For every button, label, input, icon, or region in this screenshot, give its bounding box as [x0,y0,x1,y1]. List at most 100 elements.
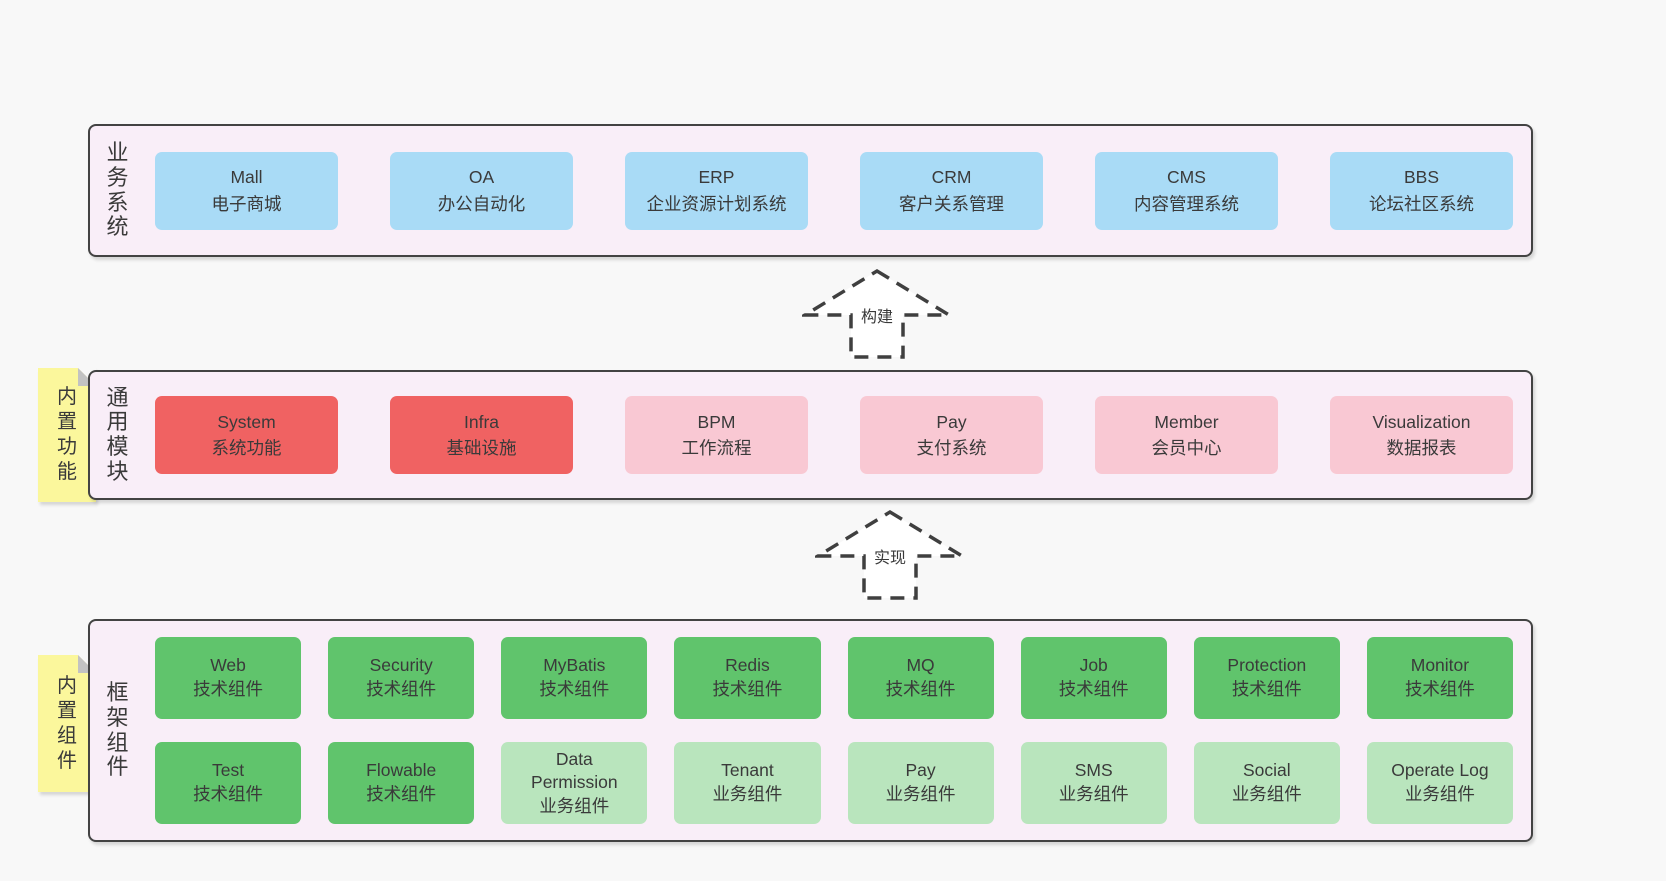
box-zh-label: 业务组件 [712,784,783,804]
box-protection: Protection 技术组件 [1193,637,1340,719]
box-zh-label: 业务组件 [1058,784,1129,804]
layer-title-business-systems: 业务系统 [106,140,129,240]
box-pay-component: Pay 业务组件 [847,742,994,824]
box-en-label: Security [369,655,433,676]
box-crm: CRM 客户关系管理 [860,151,1043,230]
box-zh-label: 企业资源计划系统 [646,193,787,214]
box-en-label: MQ [906,655,935,676]
box-en-label: Pay [905,760,936,781]
box-en-label: ERP [698,167,735,188]
layer-framework-components: 框架组件 Web 技术组件 Security 技术组件 MyBatis 技术组件… [88,619,1533,842]
box-flowable: Flowable 技术组件 [328,742,475,824]
box-en-label: Monitor [1410,655,1470,676]
box-job: Job 技术组件 [1020,637,1167,719]
box-zh-label: 论坛社区系统 [1369,193,1474,214]
box-en-label: BPM [697,411,736,432]
box-member: Member 会员中心 [1095,396,1278,474]
modules-box-row: System 系统功能 Infra 基础设施 BPM 工作流程 Pay 支付系统… [131,396,1531,474]
box-en-label: Data Permission [531,748,618,793]
box-en-label: MyBatis [543,655,606,676]
box-visualization: Visualization 数据报表 [1330,396,1513,474]
box-mq: MQ 技术组件 [847,637,994,719]
box-cms: CMS 内容管理系统 [1095,151,1278,230]
components-box-grid: Web 技术组件 Security 技术组件 MyBatis 技术组件 Redi… [131,637,1531,824]
box-zh-label: 工作流程 [681,438,752,458]
box-en-label: Member [1154,411,1219,432]
box-en-label: System [217,411,276,432]
box-en-label: Infra [463,411,500,432]
box-en-label: CRM [931,167,972,188]
box-redis: Redis 技术组件 [674,637,821,719]
sticky-note-label: 内置组件 [57,674,77,772]
box-en-label: OA [468,167,495,188]
box-infra: Infra 基础设施 [390,396,573,474]
box-en-label: Social [1242,760,1291,781]
box-pay-system: Pay 支付系统 [860,396,1043,474]
box-zh-label: 会员中心 [1151,438,1222,458]
sticky-note-label: 内置功能 [57,386,77,483]
box-zh-label: 技术组件 [885,679,956,699]
box-web: Web 技术组件 [155,637,302,719]
box-en-label: Operate Log [1391,760,1489,781]
box-zh-label: 业务组件 [539,795,610,816]
box-social: Social 业务组件 [1193,742,1340,824]
box-mall: Mall 电子商城 [155,151,338,230]
box-en-label: Protection [1227,655,1307,676]
layer-title-common-modules: 通用模块 [106,384,129,484]
box-oa: OA 办公自动化 [390,151,573,230]
box-test: Test 技术组件 [155,742,302,824]
box-zh-label: 技术组件 [539,679,610,699]
box-bpm: BPM 工作流程 [625,396,808,474]
box-mybatis: MyBatis 技术组件 [501,637,648,719]
layer-business-systems: 业务系统 Mall 电子商城 OA 办公自动化 ERP 企业资源计划系统 CRM… [88,124,1533,257]
box-zh-label: 技术组件 [366,679,437,699]
box-zh-label: 技术组件 [366,784,437,804]
box-en-label: Flowable [366,760,437,781]
box-zh-label: 技术组件 [1231,679,1302,699]
box-en-label: Tenant [721,760,774,781]
box-zh-label: 内容管理系统 [1134,193,1239,214]
box-data-permission: Data Permission 业务组件 [501,742,648,824]
box-zh-label: 技术组件 [193,784,264,804]
box-zh-label: 业务组件 [885,784,956,804]
box-en-label: Visualization [1372,411,1471,432]
arrow-label-implement: 实现 [869,542,911,570]
components-row-2: Test 技术组件 Flowable 技术组件 Data Permission … [155,742,1513,824]
box-zh-label: 业务组件 [1404,784,1475,804]
box-sms: SMS 业务组件 [1020,742,1167,824]
box-bbs: BBS 论坛社区系统 [1330,151,1513,230]
box-system: System 系统功能 [155,396,338,474]
components-row-1: Web 技术组件 Security 技术组件 MyBatis 技术组件 Redi… [155,637,1513,719]
box-en-label: Mall [230,167,263,188]
box-en-label: Web [210,655,246,676]
box-zh-label: 客户关系管理 [899,193,1004,214]
box-en-label: BBS [1403,167,1440,188]
box-zh-label: 电子商城 [211,193,282,214]
box-zh-label: 数据报表 [1386,438,1457,458]
box-zh-label: 系统功能 [211,438,282,458]
box-en-label: Pay [936,411,967,432]
dashed-up-arrow-build: 构建 [802,268,952,360]
arrow-label-build: 构建 [856,301,898,329]
layer-title-framework-components: 框架组件 [106,680,129,780]
box-zh-label: 技术组件 [712,679,783,699]
box-zh-label: 技术组件 [1058,679,1129,699]
box-zh-label: 技术组件 [193,679,264,699]
box-zh-label: 支付系统 [916,438,987,458]
box-security: Security 技术组件 [328,637,475,719]
box-zh-label: 业务组件 [1231,784,1302,804]
box-en-label: CMS [1167,167,1206,188]
box-monitor: Monitor 技术组件 [1366,637,1513,719]
box-en-label: SMS [1074,760,1113,781]
box-tenant: Tenant 业务组件 [674,742,821,824]
box-en-label: Redis [725,655,770,676]
business-box-row: Mall 电子商城 OA 办公自动化 ERP 企业资源计划系统 CRM 客户关系… [131,151,1531,230]
box-zh-label: 基础设施 [446,438,517,458]
layer-common-modules: 通用模块 System 系统功能 Infra 基础设施 BPM 工作流程 Pay… [88,370,1533,500]
box-zh-label: 办公自动化 [437,193,526,214]
box-en-label: Test [212,760,245,781]
box-operate-log: Operate Log 业务组件 [1366,742,1513,824]
sticky-note-built-in-features: 内置功能 [38,368,96,502]
dashed-up-arrow-implement: 实现 [815,509,965,601]
box-en-label: Job [1079,655,1108,676]
